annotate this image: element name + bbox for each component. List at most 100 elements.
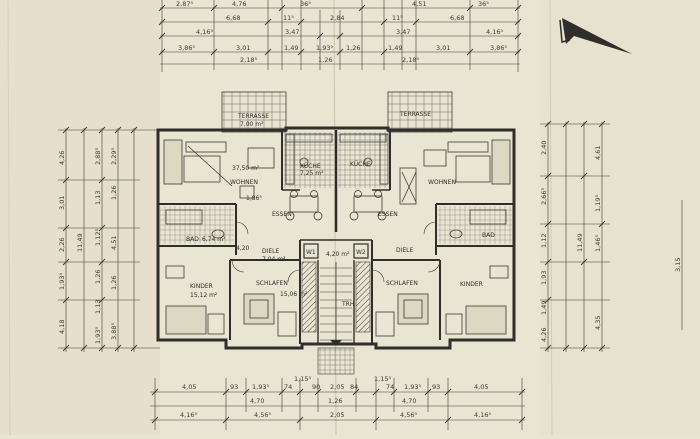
label-essen-left: ESSEN (272, 211, 292, 218)
label-wohnen-left: WOHNEN (230, 179, 258, 186)
top-dimension-ticks (158, 4, 522, 56)
dim-left-1-1: 4,26 (58, 151, 66, 165)
kitchen-left-floor (284, 132, 334, 188)
bath-left-floor (160, 206, 234, 244)
dim-bot-1-13: 4,05 (474, 383, 488, 391)
fold-line-right (549, 0, 553, 436)
dim-right-1-5: 1,49 (540, 301, 548, 315)
dim-bot-1-3: 1,93⁵ (252, 383, 269, 391)
label-stair-area: 4,20 m² (326, 251, 350, 258)
dim-right-1-2: 2,66⁵ (540, 188, 548, 205)
dim-bot-1-1: 4,05 (182, 383, 196, 391)
dim-top-4-2: 3,01 (236, 44, 250, 52)
dim-top-4-3: 1,49 (284, 44, 298, 52)
bath-right-floor (438, 206, 512, 244)
dim-bot-3-1: 4,16⁵ (180, 411, 197, 419)
dim-bot-1-8: 84 (350, 383, 358, 391)
dim-top-5-3: 2,18⁵ (402, 56, 419, 64)
dim-top-4-5: 1,26 (346, 44, 360, 52)
dim-top-2-4: 11⁵ (392, 14, 403, 22)
dim-left-3-5: 1,13 (94, 300, 102, 314)
right-dimension-labels: 2,40 2,66⁵ 1,12 1,93 1,49 4,26 11,49 4,6… (540, 141, 682, 342)
dim-left-1-2: 3,01 (58, 196, 66, 210)
label-misc-small2: 4,20 (236, 245, 250, 252)
dim-top-5-1: 2,18⁵ (240, 56, 257, 64)
left-dimensions (58, 128, 160, 352)
dim-bot-1-12: 93 (432, 383, 440, 391)
dim-bot-1-11: 1,93⁵ (404, 383, 421, 391)
dim-left-3-6: 1,93⁵ (94, 327, 102, 344)
dim-bot-1-2: 93 (230, 383, 238, 391)
label-kueche-left-area: 7,25 m² (300, 170, 324, 177)
label-wc-right: W2 (356, 249, 366, 256)
label-terrasse-left: TERRASSE (237, 113, 269, 120)
dim-bot-3-3: 2,05 (330, 411, 344, 419)
top-dimension-labels: 2,87⁵ 4,76 36⁵ 4,51 36⁵ 6,68 11⁵ 2,84 11… (176, 0, 507, 64)
bottom-dimension-ticks (151, 388, 526, 424)
dim-left-3-4: 1,26 (94, 270, 102, 284)
room-labels: TERRASSE 7,00 m² TERRASSE 37,50 m² WOHNE… (186, 111, 495, 308)
dim-top-2-3: 2,84 (330, 14, 344, 22)
building-walls (156, 126, 516, 350)
right-dimensions (540, 122, 683, 352)
dim-left-4-3: 4,51 (110, 236, 118, 250)
dim-left-4-4: 1,26 (110, 276, 118, 290)
shaft-left (301, 261, 317, 333)
dim-top-2-5: 6,68 (450, 14, 464, 22)
dim-bot-1-6: 90 (312, 383, 320, 391)
dim-right-1-4: 1,93 (540, 271, 548, 285)
dim-right-1-6: 4,26 (540, 328, 548, 342)
terrace-right (387, 91, 453, 133)
dim-bot-3-5: 4,16⁵ (474, 411, 491, 419)
dim-left-2-1: 11,49 (76, 233, 84, 252)
dim-bot-1-5: 1,15⁵ (294, 375, 311, 383)
dim-top-1-1: 2,87⁵ (176, 0, 193, 8)
dim-top-5-2: 1,26 (318, 56, 332, 64)
furniture-left (163, 133, 333, 337)
dim-right-far: 3,15 (674, 258, 682, 272)
terrace-left (221, 91, 287, 133)
label-terrasse-right: TERRASSE (399, 111, 431, 118)
dim-top-1-5: 36⁵ (478, 0, 489, 8)
dim-bot-2-2: 1,26 (328, 397, 342, 405)
dim-bot-3-2: 4,56⁵ (254, 411, 271, 419)
door-swings (231, 221, 441, 283)
dim-bot-2-3: 4,70 (402, 397, 416, 405)
dim-top-2-2: 11⁵ (283, 14, 294, 22)
label-kueche-left: KÜCHE (300, 163, 321, 170)
dim-left-4-2: 1,26 (110, 186, 118, 200)
left-dimension-ticks (62, 126, 138, 352)
dim-bot-1-9: 1,15⁵ (374, 375, 391, 383)
dim-top-3-2: 3,47 (285, 28, 299, 36)
fold-line-left (7, 0, 11, 436)
dim-top-2-1: 6,68 (226, 14, 240, 22)
dim-left-1-5: 4,18 (58, 320, 66, 334)
dim-left-1-4: 1,93⁵ (58, 273, 66, 290)
kitchen-right-floor (338, 132, 388, 188)
dim-left-4-5: 3,88⁵ (110, 323, 118, 340)
north-arrow-icon (559, 18, 632, 54)
dim-right-3-1: 4,61 (594, 146, 602, 160)
dim-top-1-3: 36⁵ (300, 0, 311, 8)
entrance-tiles (317, 347, 355, 375)
label-wohnen-left-area: 37,50 m² (232, 165, 260, 172)
label-wohnen-right: WOHNEN (428, 179, 456, 186)
dim-left-3-1: 2,88⁵ (94, 148, 102, 165)
label-schlafen-left: SCHLAFEN (256, 280, 288, 287)
label-diele-left: DIELE (262, 248, 280, 255)
dim-bot-2-1: 4,70 (250, 397, 264, 405)
dim-right-1-3: 1,12 (540, 234, 548, 248)
label-essen-right: ESSEN (378, 211, 398, 218)
label-kinder-right: KINDER (460, 281, 483, 288)
label-kueche-right: KÜCHE (350, 161, 371, 168)
dim-top-1-4: 4,51 (412, 0, 426, 8)
furniture-right (339, 133, 511, 337)
label-diele-right: DIELE (396, 247, 414, 254)
label-schlafen-right: SCHLAFEN (386, 280, 418, 287)
dim-left-4-1: 2,29⁵ (110, 148, 118, 165)
label-bad-left-area: 6,74 m² (202, 236, 226, 243)
dim-top-4-7: 3,01 (436, 44, 450, 52)
dim-right-3-2: 1,19⁵ (594, 195, 602, 212)
dim-top-4-6: 1,49 (388, 44, 402, 52)
label-bad-right: BAD (482, 232, 495, 239)
